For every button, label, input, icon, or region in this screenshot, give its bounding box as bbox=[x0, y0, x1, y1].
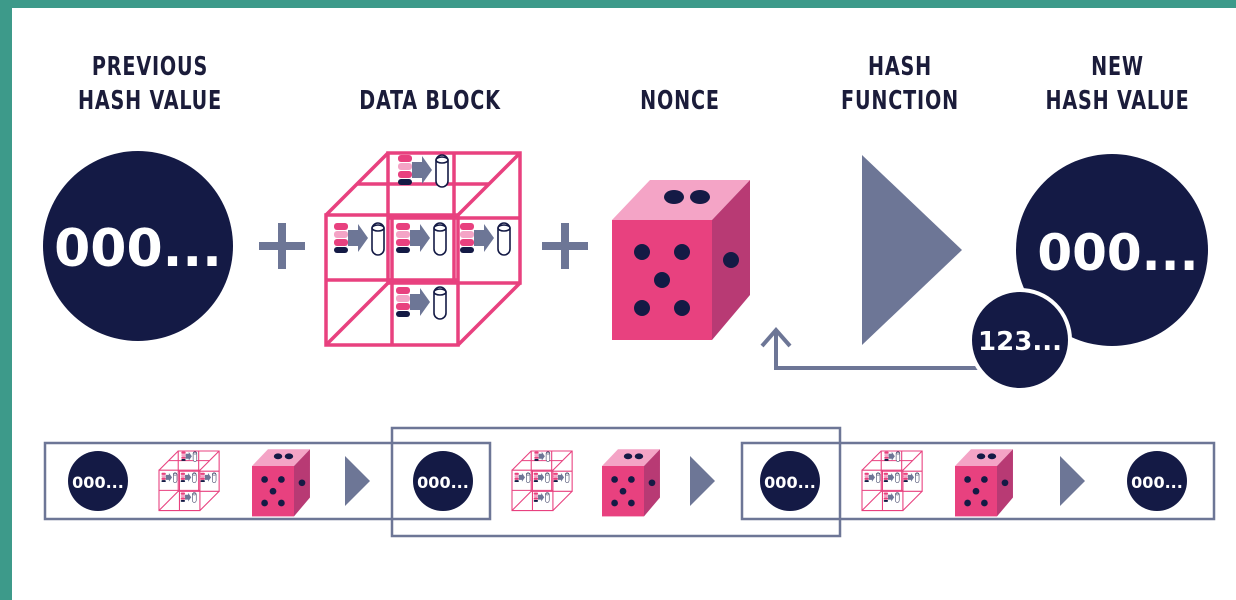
nonce-dice bbox=[612, 180, 750, 340]
chain-hash-arrow bbox=[345, 456, 370, 506]
new-hash-circle bbox=[1016, 154, 1208, 346]
chain-hash-text: 000... bbox=[1131, 473, 1183, 492]
nonce-value-circle bbox=[968, 288, 1072, 392]
plus-icon bbox=[259, 223, 305, 269]
plus-icon bbox=[542, 223, 588, 269]
data-block-cube bbox=[326, 153, 520, 345]
feedback-arrowhead-icon bbox=[760, 326, 792, 348]
label-hash-function-line1: HASH bbox=[867, 52, 933, 82]
label-data-block-text: DATA BLOCK bbox=[359, 86, 501, 116]
chain-hash-arrow bbox=[690, 456, 715, 506]
chain-nonce-dice bbox=[602, 449, 660, 517]
chain-nonce-dice bbox=[955, 449, 1013, 517]
label-new-hash-line1: NEW bbox=[1091, 52, 1144, 82]
chain-hash-text: 000... bbox=[764, 473, 816, 492]
chain-nonce-dice bbox=[252, 449, 310, 517]
label-previous-hash-line2: HASH VALUE bbox=[77, 86, 223, 116]
chain-blocks bbox=[43, 426, 1216, 538]
label-previous-hash: PREVIOUS HASH VALUE bbox=[76, 50, 224, 118]
chain-hash-circle bbox=[760, 451, 820, 511]
label-nonce-text: NONCE bbox=[640, 86, 720, 116]
previous-hash-text: 000... bbox=[54, 219, 222, 279]
chain-data-block bbox=[862, 451, 922, 511]
label-hash-function-line2: FUNCTION bbox=[841, 86, 959, 116]
chain-hash-circle bbox=[1127, 451, 1187, 511]
chain-hash-circle bbox=[413, 451, 473, 511]
chain-hash-text: 000... bbox=[72, 473, 124, 492]
chain-data-block bbox=[159, 451, 219, 511]
label-nonce: NONCE bbox=[623, 84, 738, 118]
chain-hash-text: 000... bbox=[417, 473, 469, 492]
label-new-hash: NEW HASH VALUE bbox=[1042, 50, 1194, 118]
hash-function-arrow bbox=[862, 155, 962, 345]
label-previous-hash-line1: PREVIOUS bbox=[91, 52, 209, 82]
nonce-value-text: 123... bbox=[978, 327, 1062, 357]
previous-hash-circle bbox=[43, 151, 233, 341]
new-hash-text: 000... bbox=[1037, 224, 1198, 282]
feedback-arrow bbox=[774, 330, 1000, 370]
label-hash-function: HASH FUNCTION bbox=[830, 50, 969, 118]
chain-hash-arrow bbox=[1060, 456, 1085, 506]
label-data-block: DATA BLOCK bbox=[348, 84, 512, 118]
chain-data-block bbox=[512, 451, 572, 511]
chain-hash-circle bbox=[68, 451, 128, 511]
label-new-hash-line2: HASH VALUE bbox=[1045, 86, 1190, 116]
